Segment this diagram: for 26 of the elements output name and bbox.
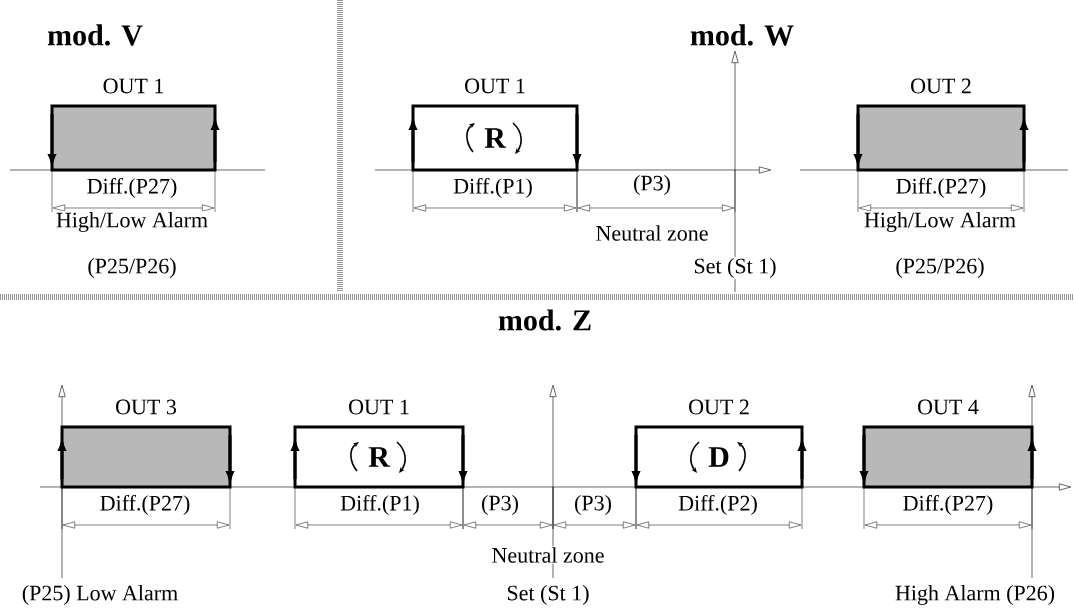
parameter-label: Set (St 1)	[692, 257, 778, 279]
parameter-label: High/Low Alarm	[862, 211, 1018, 233]
parameter-label: (P3)	[573, 494, 613, 516]
parameter-label: High/Low Alarm	[54, 211, 210, 233]
parameter-label: Neutral zone	[490, 546, 606, 564]
parameter-label: (P25) Low Alarm	[20, 584, 180, 606]
output-label: OUT 1	[103, 78, 164, 94]
output-label: OUT 1	[465, 78, 525, 94]
parameter-label: Neutral zone	[594, 224, 710, 242]
section-title: mod. V	[47, 24, 143, 46]
section-title: mod. Z	[498, 309, 591, 331]
output-box: D	[634, 425, 804, 489]
parameter-label: (P25/P26)	[894, 257, 986, 279]
section-title: mod. W	[690, 24, 794, 46]
parameter-label: (P3)	[480, 494, 520, 516]
output-box: R	[293, 425, 465, 489]
parameter-label: Set (St 1)	[505, 584, 591, 606]
output-label: OUT 2	[911, 78, 971, 94]
output-label: OUT 1	[349, 399, 409, 415]
parameter-label: High Alarm (P26)	[893, 584, 1057, 606]
output-label: OUT 4	[918, 399, 979, 415]
output-label: OUT 2	[689, 399, 749, 415]
output-label: OUT 3	[116, 399, 176, 415]
parameter-label: (P3)	[632, 174, 672, 196]
output-box: R	[411, 104, 579, 172]
parameter-label: (P25/P26)	[86, 257, 178, 279]
